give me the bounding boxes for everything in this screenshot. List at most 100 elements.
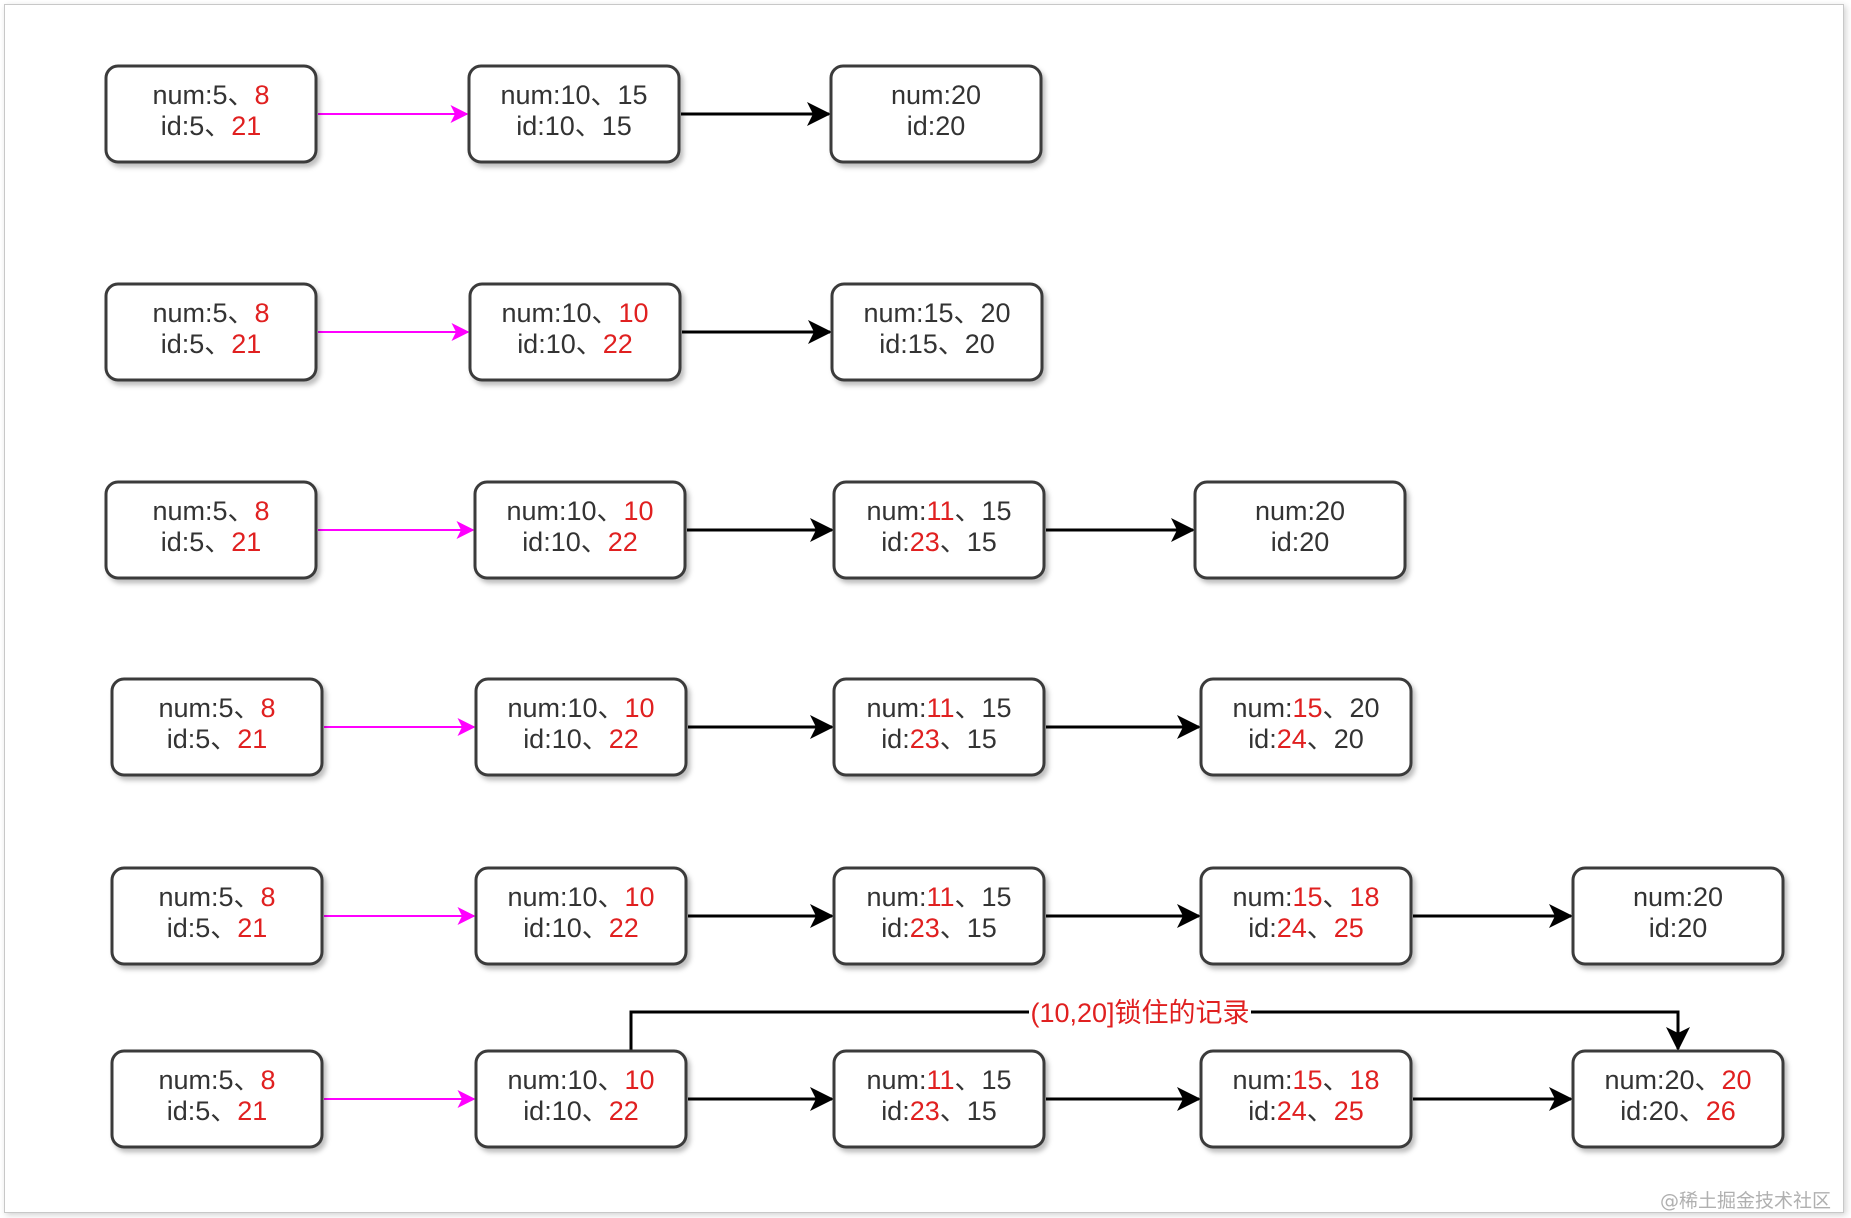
record-id-line: id:5、21 [161, 527, 262, 557]
record-text: id: [1248, 1096, 1277, 1126]
record-node: num:5、8id:5、21 [110, 866, 324, 966]
record-num-line: num:5、8 [158, 1065, 275, 1095]
record-num-line: num:5、8 [158, 882, 275, 912]
record-box [832, 866, 1046, 966]
record-id-line: id:15、20 [879, 329, 995, 359]
record-box [832, 480, 1046, 580]
record-text: id:5、 [167, 724, 238, 754]
record-id-line: id:20 [1271, 527, 1330, 557]
record-text: 、 [1323, 882, 1350, 912]
record-id-line: id:20、26 [1620, 1096, 1736, 1126]
record-node: num:5、8id:5、21 [104, 480, 318, 580]
record-num-line: num:10、10 [507, 882, 654, 912]
record-box [110, 677, 324, 777]
record-text: 、 [1323, 1065, 1350, 1095]
record-text: num: [1232, 693, 1292, 723]
record-text: 、15 [940, 724, 997, 754]
record-text: id:5、 [161, 111, 232, 141]
lock-label-background [1029, 997, 1251, 1027]
record-text: num:10、 [507, 1065, 624, 1095]
record-text: num:10、 [506, 496, 623, 526]
record-num-line: num:10、15 [500, 80, 647, 110]
record-id-line: id:23、15 [881, 1096, 997, 1126]
record-text: 、20 [1323, 693, 1380, 723]
record-text: id:10、 [523, 913, 609, 943]
highlighted-value: 23 [910, 1096, 940, 1126]
record-text: id:10、 [522, 527, 608, 557]
record-box [1571, 1049, 1785, 1149]
record-box [1571, 866, 1785, 966]
record-box [474, 866, 688, 966]
record-text: 、15 [955, 882, 1012, 912]
record-id-line: id:23、15 [881, 724, 997, 754]
record-text: num: [866, 496, 926, 526]
record-num-line: num:5、8 [158, 693, 275, 723]
highlighted-value: 24 [1277, 724, 1307, 754]
record-id-line: id:24、25 [1248, 913, 1364, 943]
record-num-line: num:15、20 [1232, 693, 1379, 723]
highlighted-value: 25 [1334, 1096, 1364, 1126]
record-text: id: [881, 913, 910, 943]
highlighted-value: 20 [1722, 1065, 1752, 1095]
record-text: id: [881, 1096, 910, 1126]
record-id-line: id:5、21 [167, 913, 268, 943]
record-text: num:20 [1255, 496, 1345, 526]
record-id-line: id:5、21 [167, 1096, 268, 1126]
record-box [474, 1049, 688, 1149]
highlighted-value: 18 [1350, 882, 1380, 912]
highlighted-value: 22 [608, 527, 638, 557]
record-num-line: num:10、10 [507, 1065, 654, 1095]
record-num-line: num:10、10 [507, 693, 654, 723]
record-box [110, 866, 324, 966]
record-num-line: num:5、8 [152, 496, 269, 526]
highlighted-value: 10 [619, 298, 649, 328]
record-num-line: num:11、15 [866, 1065, 1011, 1095]
record-box [1199, 1049, 1413, 1149]
highlighted-value: 10 [625, 882, 655, 912]
highlighted-value: 10 [625, 1065, 655, 1095]
record-text: 、 [1307, 913, 1334, 943]
highlighted-value: 22 [609, 1096, 639, 1126]
record-text: id:20 [1649, 913, 1708, 943]
record-id-line: id:24、20 [1248, 724, 1364, 754]
highlighted-value: 8 [261, 1065, 276, 1095]
record-box [468, 282, 682, 382]
highlighted-value: 24 [1277, 1096, 1307, 1126]
highlighted-value: 24 [1277, 913, 1307, 943]
highlighted-value: 15 [1292, 882, 1322, 912]
highlighted-value: 10 [625, 693, 655, 723]
record-id-line: id:5、21 [161, 329, 262, 359]
highlighted-value: 8 [255, 80, 270, 110]
record-text: num:15、20 [863, 298, 1010, 328]
record-id-line: id:10、22 [523, 913, 639, 943]
record-id-line: id:10、22 [522, 527, 638, 557]
record-box [467, 64, 681, 164]
record-text: id:15、20 [879, 329, 995, 359]
highlighted-value: 8 [255, 496, 270, 526]
index-diagram: num:5、8id:5、21num:10、15id:10、15num:20id:… [104, 64, 1831, 1212]
record-id-line: id:5、21 [167, 724, 268, 754]
record-num-line: num:5、8 [152, 80, 269, 110]
record-text: id:5、 [167, 913, 238, 943]
highlighted-value: 21 [231, 111, 261, 141]
record-id-line: id:23、15 [881, 913, 997, 943]
highlighted-value: 22 [603, 329, 633, 359]
record-text: id:20 [907, 111, 966, 141]
record-id-line: id:10、22 [523, 1096, 639, 1126]
record-text: num:5、 [152, 496, 254, 526]
record-text: 、15 [940, 913, 997, 943]
record-text: num:5、 [158, 1065, 260, 1095]
highlighted-value: 22 [609, 724, 639, 754]
record-text: num:10、 [501, 298, 618, 328]
